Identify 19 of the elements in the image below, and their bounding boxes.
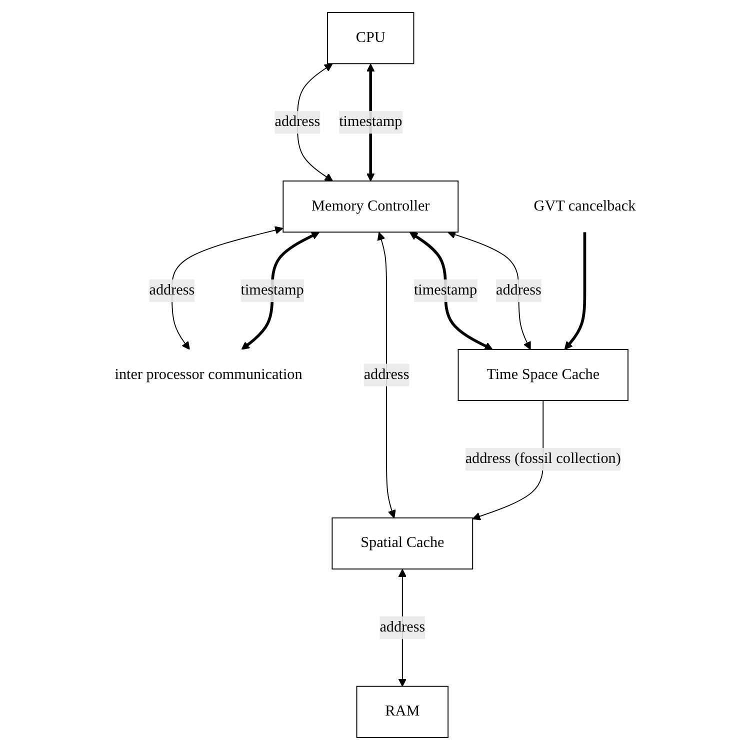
edge-label: address xyxy=(149,282,194,298)
node-box: CPU xyxy=(326,12,414,64)
arrow xyxy=(409,232,493,350)
node-box: Memory Controller xyxy=(282,180,458,233)
edge-label: timestamp xyxy=(414,282,477,298)
edge-label: timestamp xyxy=(240,282,304,298)
edge-label: timestamp xyxy=(338,114,402,130)
edge-label: address xyxy=(274,114,320,130)
edge-label: address xyxy=(496,282,542,298)
edge-label: address xyxy=(379,619,425,636)
edge-label: address (fossil collection) xyxy=(465,450,621,467)
arrow xyxy=(564,232,586,350)
node-text: inter processor communication xyxy=(114,366,302,383)
node-box: Time Space Cache xyxy=(458,348,628,402)
edge-label: address xyxy=(364,366,409,383)
node-box: Spatial Cache xyxy=(331,517,473,570)
arrow xyxy=(377,232,396,518)
node-box: RAM xyxy=(356,686,448,738)
node-text: GVT cancelback xyxy=(534,198,636,214)
